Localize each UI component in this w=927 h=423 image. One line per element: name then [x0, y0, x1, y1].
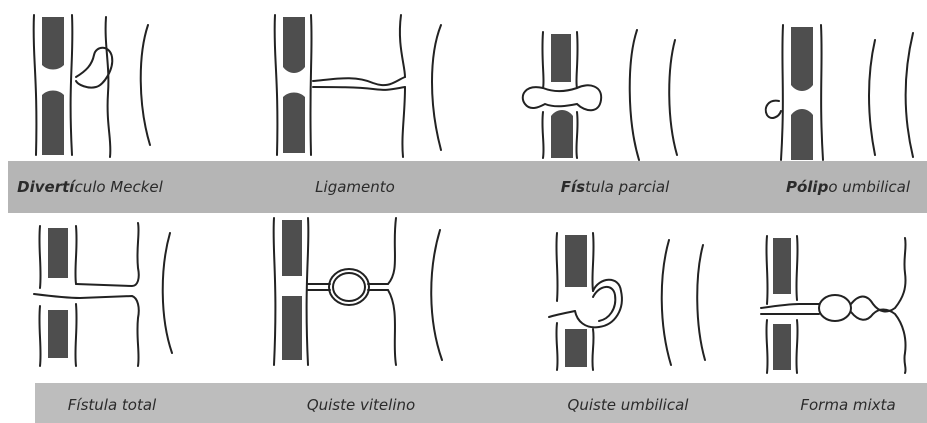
umbilical-cyst-drawing [535, 225, 725, 370]
label-ligament: Ligamento [315, 178, 395, 196]
label-umbilical-cyst: Quiste umbilical [568, 396, 689, 414]
label-vitelline-cyst: Quiste vitelino [307, 396, 415, 414]
umbilical-polyp-drawing [755, 15, 925, 160]
vitelline-cyst-drawing [262, 210, 472, 370]
meckel-diverticulum-drawing [20, 5, 200, 160]
label-mixed-form: Forma mixta [800, 396, 895, 414]
total-fistula-drawing [20, 218, 210, 368]
label-band-bottom [35, 383, 927, 423]
label-umbilical-polyp: Pólipo umbilical [786, 178, 910, 196]
partial-fistula-drawing [515, 20, 705, 160]
label-meckel-diverticulum: Divertículo Meckel [17, 178, 163, 196]
mixed-form-drawing [755, 228, 927, 373]
label-partial-fistula: Fístula parcial [561, 178, 670, 196]
ligament-drawing [265, 5, 465, 160]
label-total-fistula: Fístula total [68, 396, 156, 414]
